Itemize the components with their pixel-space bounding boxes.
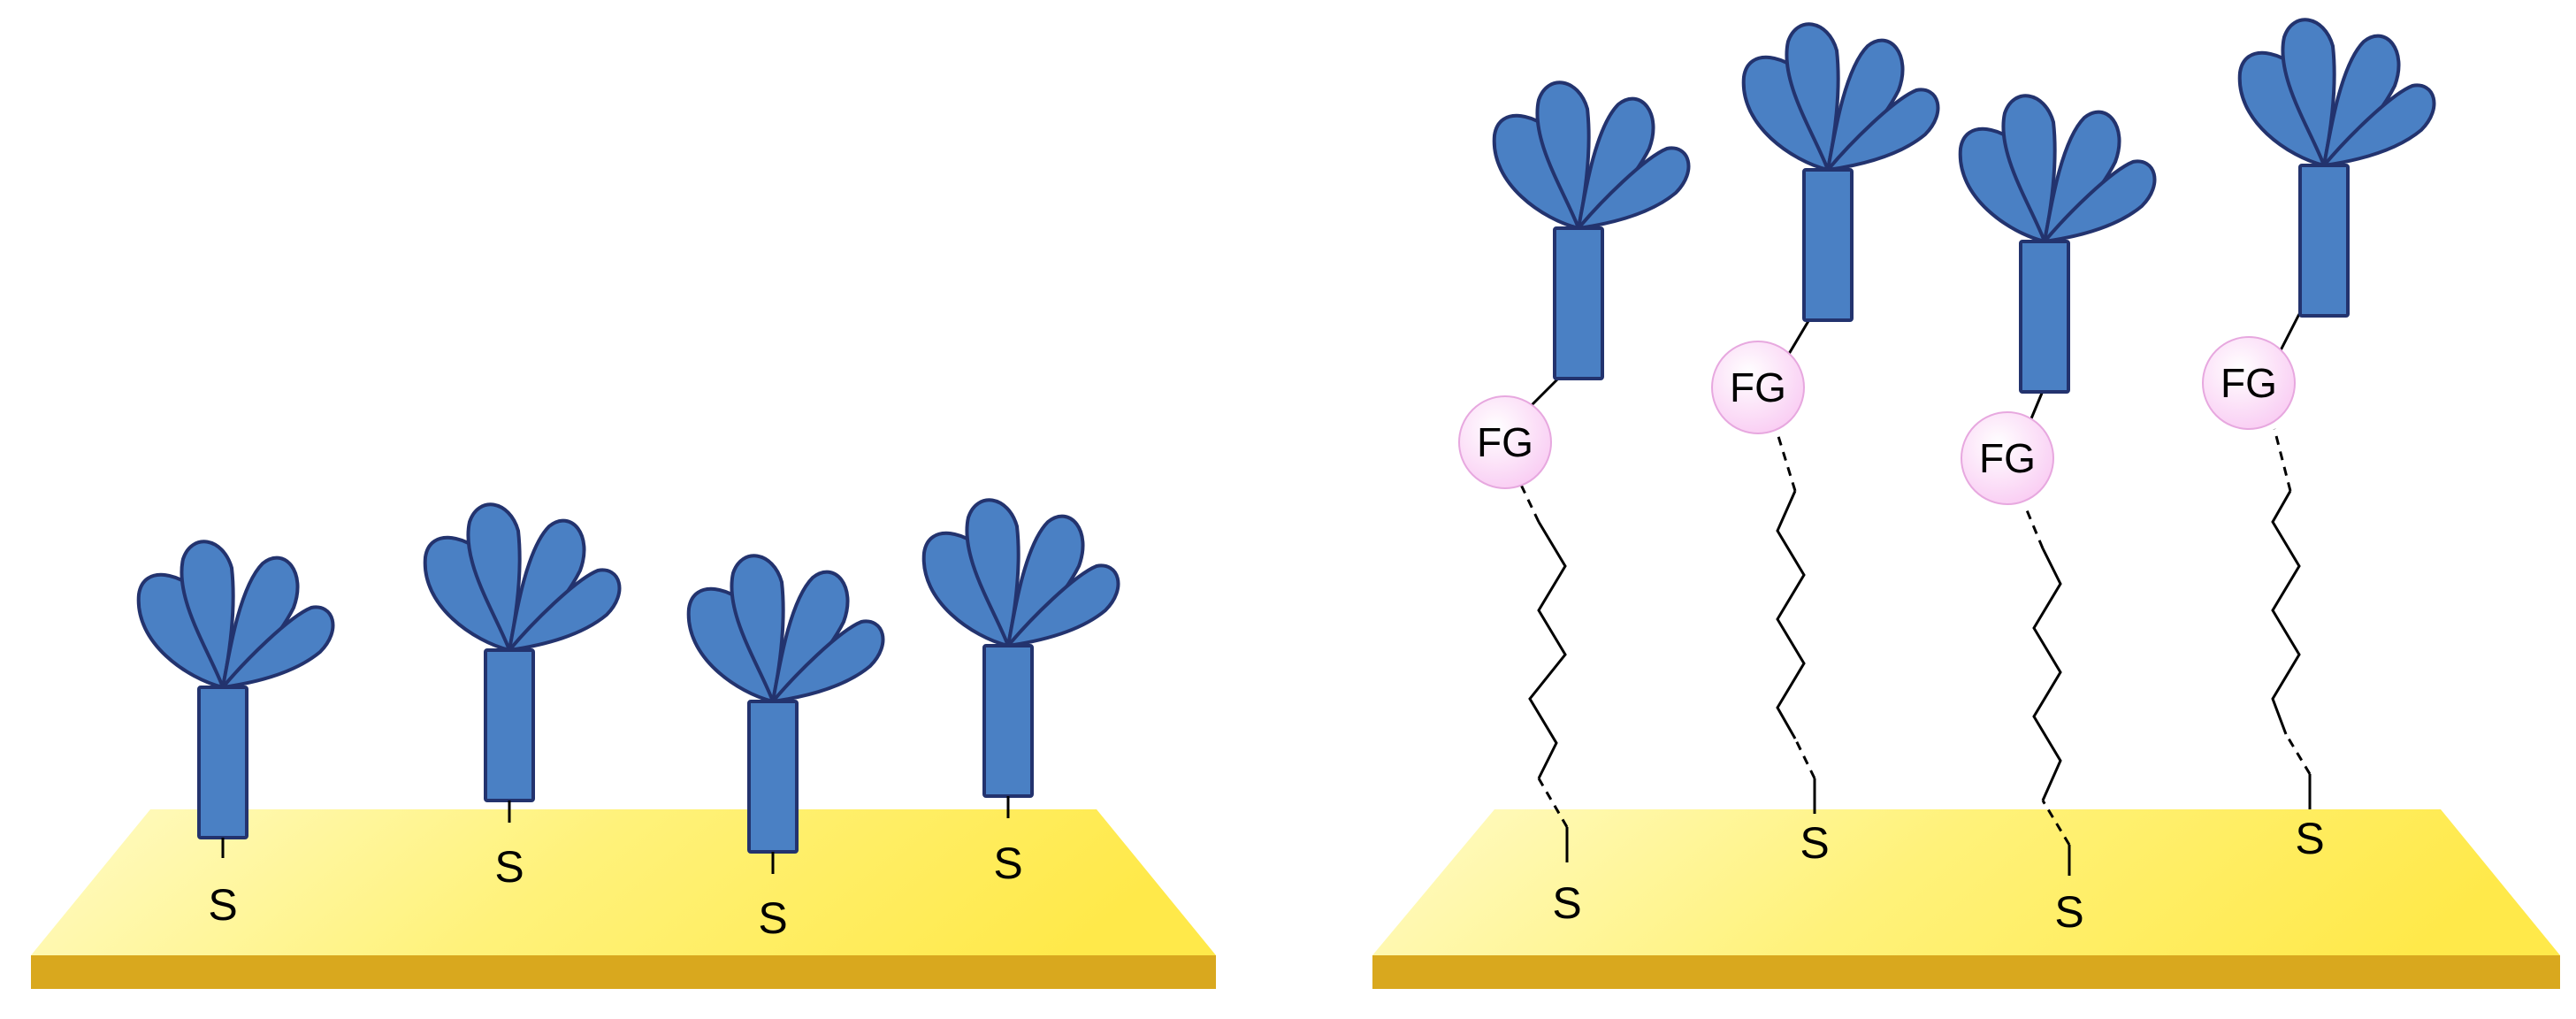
right-fg-connectors	[1528, 313, 2301, 424]
fg-label-2: FG	[1730, 364, 1786, 410]
fg-sphere-4: FG	[2202, 336, 2296, 430]
right-sulfur-label-4: S	[2295, 814, 2324, 863]
left-sulfur-label-1: S	[208, 880, 237, 930]
fg-sphere-1: FG	[1458, 395, 1552, 489]
fg-label-1: FG	[1477, 419, 1533, 465]
fg-label-3: FG	[1979, 435, 2036, 481]
left-sulfur-label-2: S	[494, 842, 524, 892]
right-sulfur-label-2: S	[1800, 818, 1829, 868]
right-antibody-2	[1741, 22, 1940, 322]
fg-sphere-2: FG	[1711, 341, 1805, 434]
fg-sphere-3: FG	[1961, 411, 2054, 505]
right-gold-substrate	[1372, 809, 2560, 989]
right-sulfur-label-1: S	[1552, 878, 1581, 928]
right-antibody-3	[1958, 94, 2157, 394]
right-linker-chains	[1519, 428, 2312, 876]
right-antibody-1	[1492, 80, 1691, 380]
left-antibody-2	[423, 502, 622, 802]
right-antibody-4	[2237, 18, 2436, 318]
left-antibody-4	[921, 498, 1120, 798]
fg-label-4: FG	[2221, 360, 2277, 406]
left-sulfur-label-4: S	[993, 839, 1022, 888]
left-gold-substrate	[31, 809, 1216, 989]
left-antibody-3	[686, 554, 885, 854]
right-sulfur-label-3: S	[2054, 887, 2083, 937]
left-sulfur-label-3: S	[758, 893, 787, 943]
left-antibody-1	[136, 540, 335, 839]
